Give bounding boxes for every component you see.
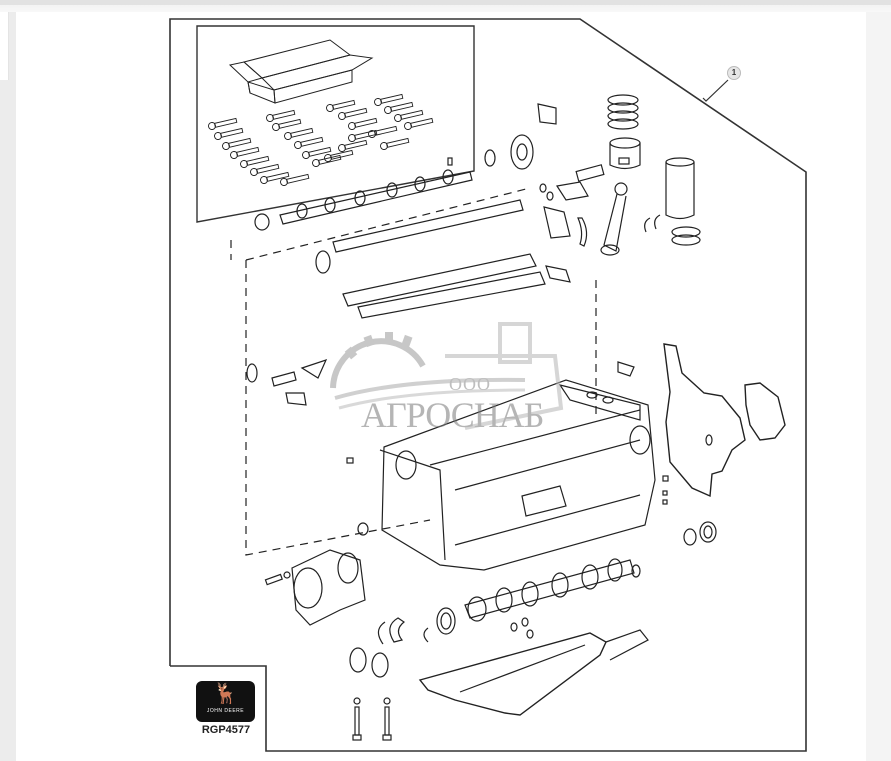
head-bolts-icon (208, 93, 434, 186)
cap-bolts-icon (352, 697, 392, 741)
front-seal-icon (683, 521, 717, 546)
piston-icon (609, 137, 641, 170)
front-cover-gasket-icon (744, 382, 786, 441)
left-side-panel (0, 12, 9, 80)
brand-logo-text: JOHN DEERE (206, 708, 245, 714)
cardboard-box-icon (228, 39, 374, 104)
main-bearing-icon (349, 617, 406, 678)
gear-icon (330, 338, 426, 389)
connecting-rod-icon (600, 182, 628, 256)
right-gutter (866, 12, 891, 761)
watermark-name: АГРОСНАБ (361, 395, 544, 435)
front-plate-gasket-icon (543, 206, 571, 239)
small-seal-icon (315, 250, 331, 274)
callout-1[interactable]: 1 (727, 66, 741, 80)
piston-rings-icon (607, 94, 639, 130)
thermostat-gasket-icon (556, 181, 589, 201)
engine-block-icon (379, 379, 656, 571)
figure-id: RGP4577 (201, 724, 251, 736)
watermark-graphics (330, 322, 564, 430)
left-gutter (9, 12, 16, 761)
rod-bearing-icon (644, 214, 661, 233)
rocker-cover-gasket-icon (332, 199, 524, 253)
camshaft-icon (279, 157, 473, 225)
john-deere-logo: 🦌 JOHN DEERE (196, 681, 255, 722)
water-pipe-icon (577, 217, 588, 247)
dashed-group-outline (245, 260, 431, 556)
watermark-prefix: ООО (449, 374, 491, 394)
crankshaft-icon (464, 558, 641, 622)
swoosh-lines (334, 377, 526, 400)
cam-bushing-icon (254, 213, 270, 231)
bolt-icon (264, 571, 291, 586)
top-shadow (0, 5, 891, 15)
diagram-container (16, 12, 866, 761)
cylinder-liner-icon (665, 157, 701, 246)
combine-harvester-icon (445, 322, 564, 430)
agrosnab-watermark: ООО АГРОСНАБ (325, 318, 575, 448)
callout-leader (702, 79, 729, 102)
leaping-deer-icon: 🦌 (213, 683, 238, 705)
small-gasket-icon (537, 103, 557, 125)
oil-pan-gasket-icon (418, 632, 607, 716)
thrust-washer-icon (377, 621, 429, 645)
browser-top-strip (0, 0, 891, 5)
crankshaft-gear-icon (436, 607, 456, 635)
piston-pin-icon (575, 164, 605, 182)
camshaft-gear-icon (484, 134, 534, 170)
diagram-frame (169, 18, 807, 752)
timing-cover-gasket-icon (663, 343, 746, 498)
rear-seal-housing-icon (291, 549, 366, 626)
head-gasket-icon (342, 253, 537, 307)
bolt-kit-panel (196, 25, 475, 223)
